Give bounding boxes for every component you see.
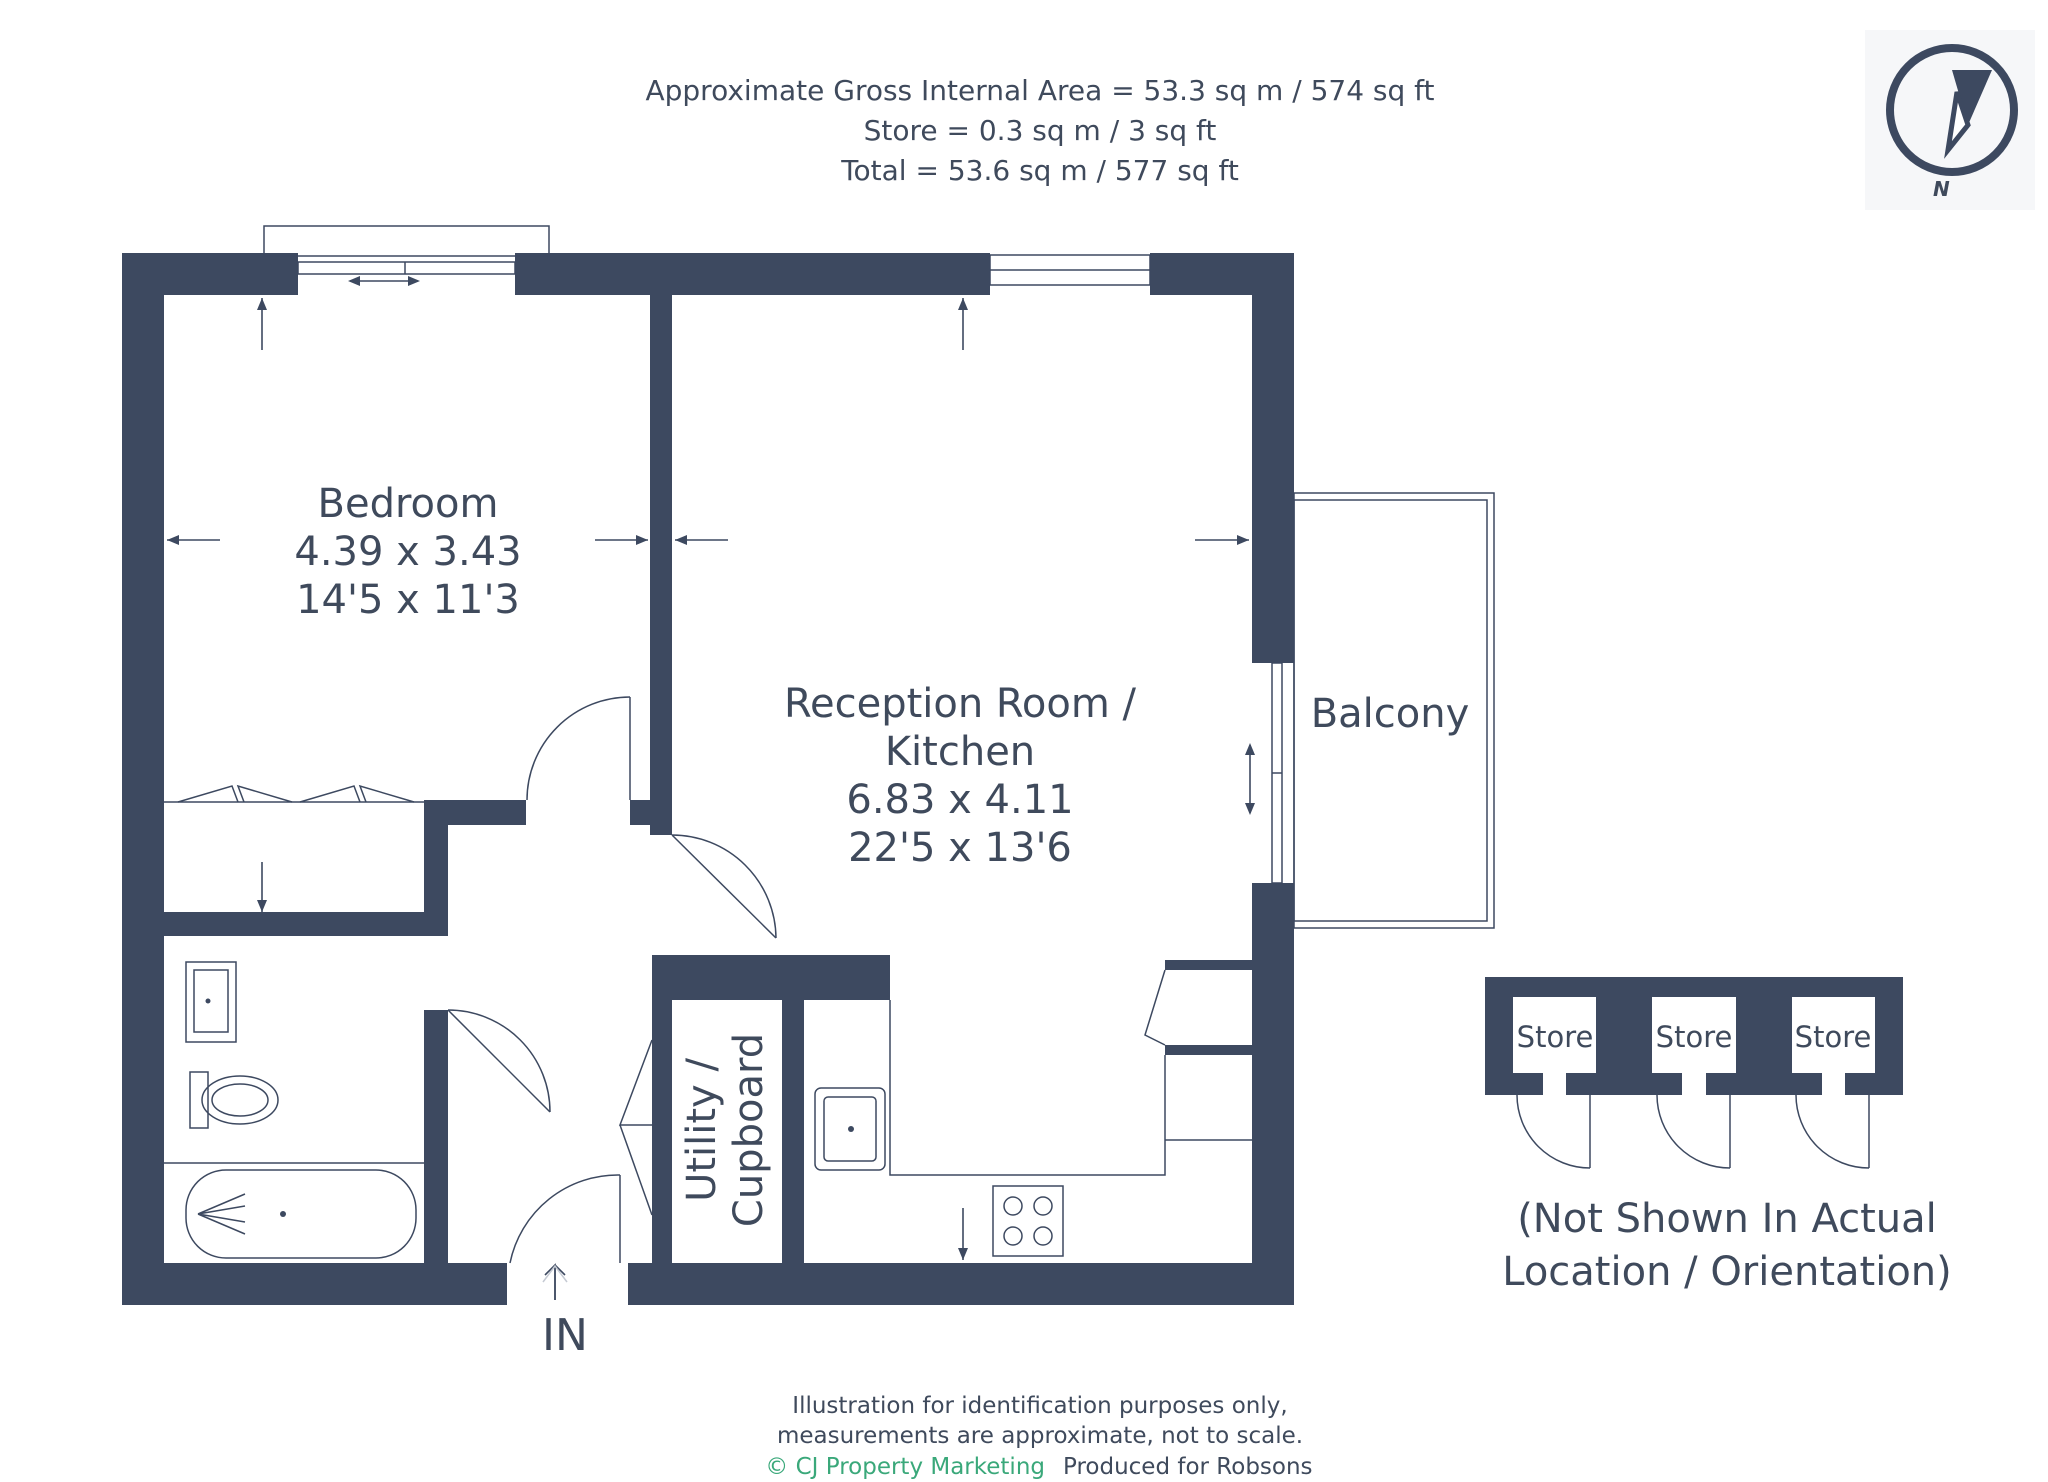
stores-note-line1: (Not Shown In Actual: [1517, 1196, 1937, 1242]
store-label-3: Store: [1795, 1020, 1872, 1054]
compass-north-label: N: [1933, 177, 1950, 201]
bedroom-window: [263, 225, 550, 275]
interior-walls: [164, 295, 1252, 1263]
dimension-arrows: [167, 276, 1255, 1260]
kitchen-sink-icon: [814, 1087, 886, 1171]
entrance-door: [509, 1174, 621, 1264]
produced-for-text: Produced for Robsons: [1063, 1454, 1313, 1480]
bath-icon: [164, 1162, 424, 1259]
area-line-total: Total = 53.6 sq m / 577 sq ft: [840, 154, 1239, 187]
balcony-name: Balcony: [1311, 691, 1470, 737]
bedroom-metric: 4.39 x 3.43: [294, 529, 521, 575]
compass-icon: N: [1865, 30, 2035, 210]
disclaimer-line1: Illustration for identification purposes…: [792, 1393, 1287, 1419]
toilet-icon: [189, 1071, 279, 1129]
bedroom-name: Bedroom: [318, 481, 499, 527]
store-label-2: Store: [1656, 1020, 1733, 1054]
copyright-text: © CJ Property Marketing: [765, 1454, 1045, 1480]
balcony-outline: [1271, 492, 1495, 929]
stores-block: [1485, 977, 1903, 1095]
store-doors: [1516, 1094, 1870, 1169]
entrance-arrow-icon: [542, 1263, 568, 1300]
bedroom-imperial: 14'5 x 11'3: [296, 577, 520, 623]
utility-door: [618, 1039, 653, 1216]
utility-label-line2: Cupboard: [726, 1033, 772, 1227]
wardrobe: [164, 784, 424, 803]
basin-icon: [185, 961, 237, 1043]
kitchen-cupboard-door: [1144, 969, 1166, 1046]
entrance-label: IN: [542, 1310, 588, 1361]
reception-imperial: 22'5 x 13'6: [848, 825, 1072, 871]
outer-walls: [122, 253, 1294, 1305]
area-line-store: Store = 0.3 sq m / 3 sq ft: [864, 114, 1217, 147]
utility-label-line1: Utility /: [679, 1058, 725, 1202]
reception-name-line2: Kitchen: [885, 729, 1035, 775]
hob-icon: [992, 1185, 1064, 1257]
kitchen-worktop: [889, 1000, 1252, 1176]
disclaimer-line2: measurements are approximate, not to sca…: [777, 1423, 1303, 1449]
reception-window: [989, 254, 1151, 286]
reception-metric: 6.83 x 4.11: [846, 777, 1073, 823]
bathroom-door: [447, 1009, 551, 1113]
reception-name-line1: Reception Room /: [784, 681, 1137, 727]
area-line-gross: Approximate Gross Internal Area = 53.3 s…: [645, 74, 1434, 107]
bedroom-door: [526, 696, 631, 801]
stores-note-line2: Location / Orientation): [1502, 1249, 1952, 1295]
reception-door: [671, 834, 777, 939]
store-label-1: Store: [1517, 1020, 1594, 1054]
